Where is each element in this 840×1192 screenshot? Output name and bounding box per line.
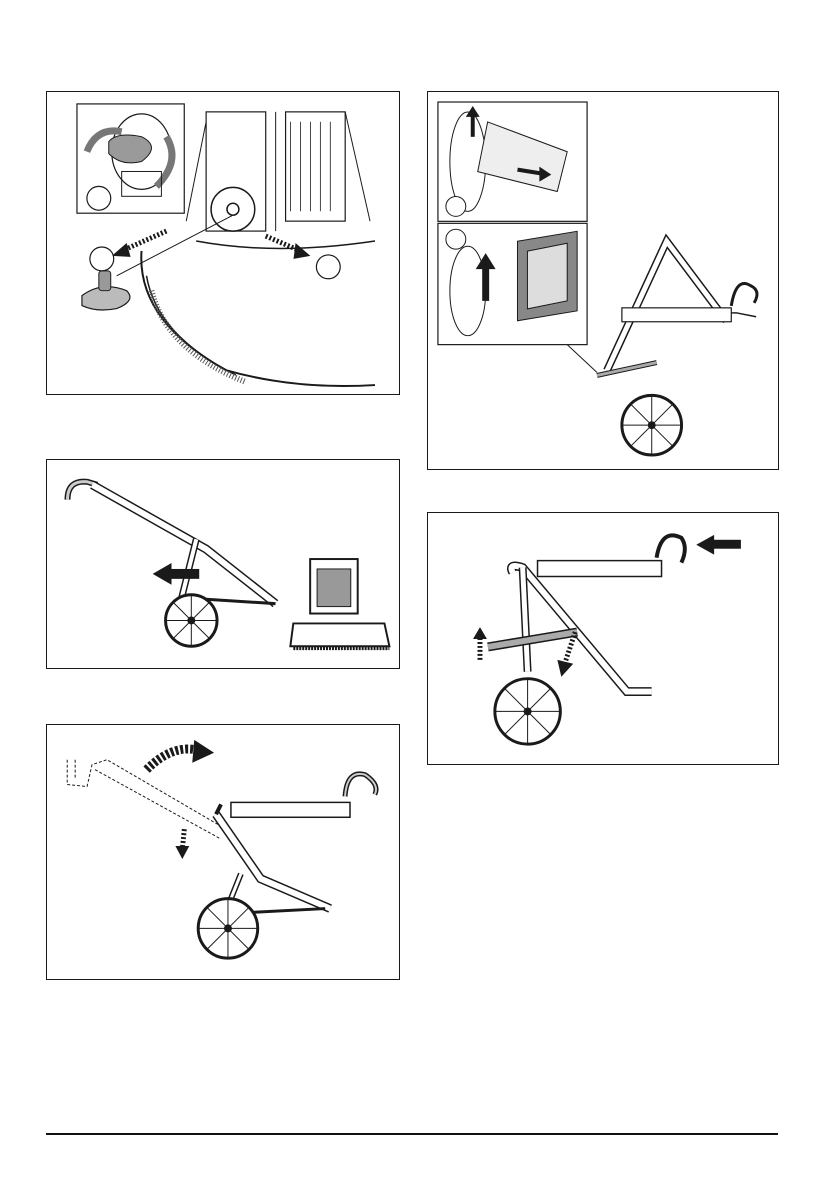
callout-1 bbox=[446, 196, 466, 216]
handle-fold-illustration bbox=[47, 725, 399, 979]
callout-1 bbox=[87, 186, 111, 210]
callout-2 bbox=[446, 229, 466, 249]
weight-removal-figure bbox=[46, 91, 400, 395]
trolley-pull-away-figure bbox=[46, 459, 400, 669]
wheel-icon bbox=[198, 899, 258, 959]
strut-fold-figure bbox=[427, 512, 779, 765]
pull-out-arrow-icon bbox=[112, 231, 167, 257]
swing-arrow-icon bbox=[147, 740, 214, 770]
handle-unlock-figure bbox=[427, 91, 779, 470]
lift-strut-arrow-icon bbox=[473, 627, 487, 660]
strut-fold-illustration bbox=[428, 513, 778, 764]
push-handle-arrow-icon bbox=[696, 535, 741, 555]
grinder-machine-icon bbox=[290, 559, 389, 648]
detail-inset-bottom bbox=[438, 223, 587, 344]
callout-3 bbox=[316, 255, 340, 279]
wheel-icon bbox=[622, 395, 682, 455]
wheel-icon bbox=[495, 679, 560, 744]
callout-2 bbox=[90, 247, 114, 271]
weight-removal-illustration bbox=[47, 92, 399, 394]
handle-unlock-illustration bbox=[428, 92, 778, 469]
down-arrow-icon bbox=[175, 829, 189, 859]
weight-knob-icon bbox=[82, 271, 130, 310]
footer-rule bbox=[46, 1133, 778, 1135]
trolley-pull-away-illustration bbox=[47, 460, 399, 668]
handle-fold-figure bbox=[46, 724, 400, 980]
wheel-icon bbox=[166, 595, 218, 647]
detail-inset-top bbox=[438, 102, 587, 221]
